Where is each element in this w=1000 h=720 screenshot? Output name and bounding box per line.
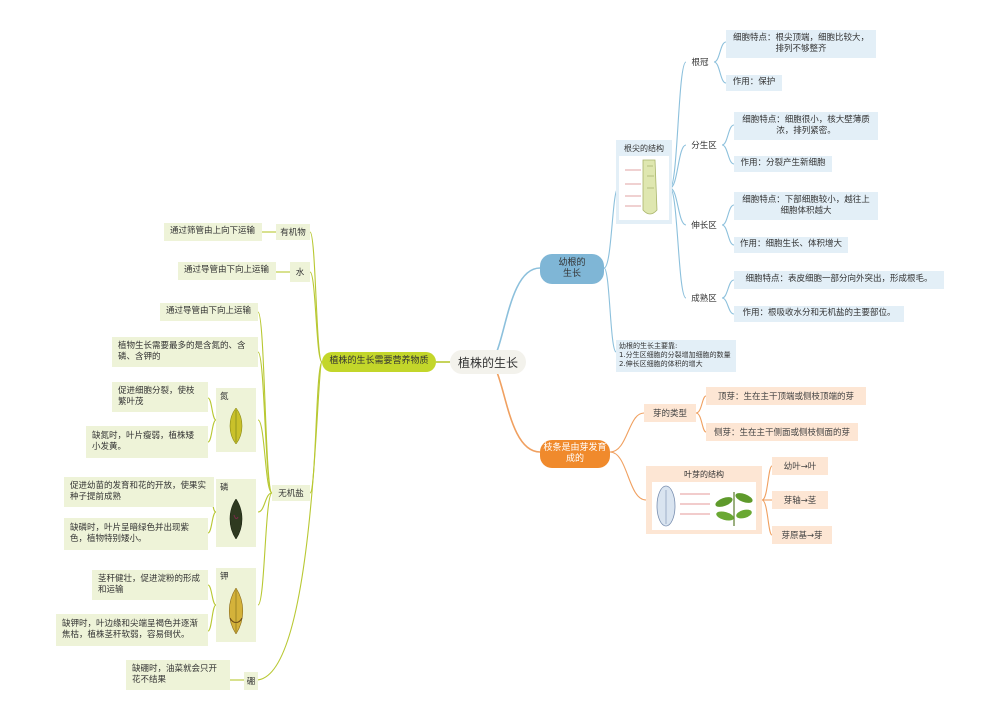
- water-label[interactable]: 水: [290, 262, 310, 282]
- organic-matter-desc[interactable]: 通过筛管由上向下运输: [164, 223, 262, 241]
- lateral-bud-text: 侧芽：生在主干侧面或侧枝侧面的芽: [713, 428, 850, 438]
- central-topic-label: 植株的生长: [457, 355, 518, 370]
- inorganic-transport[interactable]: 通过导管由下向上运输: [160, 303, 258, 321]
- potassium-label: 钾: [220, 572, 229, 582]
- nitrogen-benefit-text: 促进细胞分裂，使枝繁叶茂: [118, 385, 195, 407]
- inorganic-transport-text: 通过导管由下向上运输: [166, 306, 252, 317]
- root-growth-title-line2: 生长: [562, 269, 581, 279]
- meristem-feature[interactable]: 细胞特点：细胞很小，核大壁薄质浓，排列紧密。: [734, 112, 878, 140]
- maturation-function-text: 作用：根吸收水分和无机盐的主要部位。: [742, 308, 896, 319]
- root-tip-structure-card[interactable]: 根尖的结构: [616, 140, 672, 224]
- most-needed-nutrients[interactable]: 植物生长需要最多的是含氮的、含磷、含钾的: [112, 337, 258, 367]
- potassium-benefit[interactable]: 茎秆健壮，促进淀粉的形成和运输: [92, 570, 208, 600]
- root-growth-note-title: 幼根的生长主要靠:: [619, 342, 678, 350]
- root-cap-feature[interactable]: 细胞特点：根尖顶端，细胞比较大，排列不够整齐: [726, 30, 876, 58]
- nutrients-node[interactable]: 植株的生长需要营养物质: [322, 352, 436, 372]
- organic-matter-desc-text: 通过筛管由上向下运输: [170, 226, 256, 237]
- bud-type-label: 芽的类型: [652, 409, 687, 419]
- leaf-bud-structure-title: 叶芽的结构: [684, 470, 724, 479]
- zone-root-cap-label: 根冠: [691, 58, 709, 68]
- bud-type-node[interactable]: 芽的类型: [644, 404, 696, 422]
- phosphorus-deficiency-leaf-icon: [229, 499, 243, 539]
- mapping-bud[interactable]: 芽原基→芽: [772, 526, 832, 544]
- zone-maturation[interactable]: 成熟区: [686, 290, 722, 306]
- mapping-leaf[interactable]: 幼叶→叶: [772, 457, 828, 475]
- meristem-function[interactable]: 作用：分裂产生新细胞: [734, 156, 832, 172]
- root-cap-feature-text: 细胞特点：根尖顶端，细胞比较大，排列不够整齐: [732, 32, 869, 54]
- inorganic-salt-label[interactable]: 无机盐: [272, 485, 310, 501]
- water-desc[interactable]: 通过导管由下向上运输: [178, 262, 276, 280]
- terminal-bud-text: 顶芽：生在主干顶端或侧枝顶端的芽: [717, 392, 854, 402]
- branch-title-line1: 枝条是由芽发育: [543, 442, 607, 453]
- boron-deficiency[interactable]: 缺硼时，油菜就会只开花不结果: [126, 660, 230, 690]
- organic-matter-label[interactable]: 有机物: [276, 224, 310, 240]
- root-cap-function[interactable]: 作用：保护: [726, 75, 782, 91]
- phosphorus-deficiency[interactable]: 缺磷时，叶片呈暗绿色并出现紫色，植物特别矮小。: [64, 518, 208, 550]
- most-needed-nutrients-text: 植物生长需要最多的是含氮的、含磷、含钾的: [118, 340, 246, 362]
- nitrogen-deficiency-leaf-icon: [229, 408, 243, 444]
- water-desc-text: 通过导管由下向上运输: [184, 265, 270, 276]
- mapping-stem[interactable]: 芽轴→茎: [772, 491, 828, 509]
- water-text: 水: [295, 268, 305, 278]
- maturation-function[interactable]: 作用：根吸收水分和无机盐的主要部位。: [734, 306, 904, 322]
- zone-maturation-label: 成熟区: [691, 294, 717, 304]
- zone-elongation[interactable]: 伸长区: [686, 217, 722, 233]
- branch-development-node[interactable]: 枝条是由芽发育 成的: [540, 440, 610, 468]
- root-tip-structure-title: 根尖的结构: [624, 144, 664, 153]
- root-growth-title-line1: 幼根的: [558, 257, 586, 268]
- phosphorus-benefit-text: 促进幼苗的发育和花的开放，使果实种子提前成熟: [70, 480, 207, 502]
- mapping-leaf-text: 幼叶→叶: [783, 462, 817, 472]
- leaf-bud-illustration: [652, 482, 756, 530]
- organic-matter-text: 有机物: [280, 228, 306, 238]
- phosphorus-label: 磷: [220, 483, 229, 493]
- zone-elongation-label: 伸长区: [691, 221, 717, 231]
- root-tip-illustration: [619, 156, 669, 220]
- root-growth-note-2: 2.伸长区细胞的体积的增大: [619, 360, 703, 369]
- phosphorus-deficiency-text: 缺磷时，叶片呈暗绿色并出现紫色，植物特别矮小。: [70, 522, 190, 544]
- boron-label[interactable]: 硼: [244, 672, 258, 690]
- zone-root-cap[interactable]: 根冠: [686, 54, 714, 70]
- leaf-bud-structure-card[interactable]: 叶芽的结构: [646, 466, 762, 534]
- potassium-deficiency-leaf-icon: [228, 588, 244, 634]
- elongation-function-text: 作用：细胞生长、体积增大: [740, 239, 843, 250]
- root-growth-node[interactable]: 幼根的 生长: [540, 254, 604, 284]
- mapping-stem-text: 芽轴→茎: [783, 496, 817, 506]
- phosphorus-card[interactable]: 磷: [216, 479, 256, 547]
- phosphorus-benefit[interactable]: 促进幼苗的发育和花的开放，使果实种子提前成熟: [64, 477, 214, 507]
- nitrogen-benefit[interactable]: 促进细胞分裂，使枝繁叶茂: [112, 382, 208, 412]
- nutrients-title: 植株的生长需要营养物质: [329, 356, 429, 367]
- boron-deficiency-text: 缺硼时，油菜就会只开花不结果: [132, 663, 218, 685]
- potassium-card[interactable]: 钾: [216, 568, 256, 642]
- boron-text: 硼: [246, 677, 256, 687]
- zone-meristem[interactable]: 分生区: [686, 137, 722, 153]
- inorganic-salt-text: 无机盐: [278, 489, 304, 499]
- nitrogen-deficiency[interactable]: 缺氮时，叶片瘦弱，植株矮小发黄。: [86, 426, 208, 458]
- elongation-function[interactable]: 作用：细胞生长、体积增大: [734, 237, 848, 253]
- lateral-bud-box[interactable]: 侧芽：生在主干侧面或侧枝侧面的芽: [706, 423, 858, 441]
- potassium-deficiency[interactable]: 缺钾时，叶边缘和尖端呈褐色并逐渐焦枯，植株茎秆软弱，容易倒伏。: [56, 614, 208, 646]
- branch-title-line2: 成的: [565, 454, 584, 464]
- root-growth-note: 幼根的生长主要靠: 1.分生区细胞的分裂增加细胞的数量 2.伸长区细胞的体积的增…: [616, 340, 736, 372]
- root-cap-function-text: 作用：保护: [732, 77, 776, 88]
- maturation-feature-text: 细胞特点：表皮细胞一部分向外突出，形成根毛。: [745, 274, 933, 285]
- mapping-bud-text: 芽原基→芽: [781, 531, 823, 541]
- elongation-feature-text: 细胞特点：下部细胞较小，越往上细胞体积越大: [742, 194, 870, 216]
- potassium-deficiency-text: 缺钾时，叶边缘和尖端呈褐色并逐渐焦枯，植株茎秆软弱，容易倒伏。: [62, 618, 199, 640]
- nitrogen-deficiency-text: 缺氮时，叶片瘦弱，植株矮小发黄。: [92, 430, 195, 452]
- potassium-benefit-text: 茎秆健壮，促进淀粉的形成和运输: [98, 573, 201, 595]
- central-topic[interactable]: 植株的生长: [450, 350, 526, 374]
- meristem-feature-text: 细胞特点：细胞很小，核大壁薄质浓，排列紧密。: [742, 114, 870, 136]
- zone-meristem-label: 分生区: [691, 141, 717, 151]
- elongation-feature[interactable]: 细胞特点：下部细胞较小，越往上细胞体积越大: [734, 192, 878, 220]
- root-growth-note-1: 1.分生区细胞的分裂增加细胞的数量: [619, 351, 731, 360]
- maturation-feature[interactable]: 细胞特点：表皮细胞一部分向外突出，形成根毛。: [734, 271, 944, 289]
- nitrogen-label: 氮: [220, 392, 229, 402]
- terminal-bud-box[interactable]: 顶芽：生在主干顶端或侧枝顶端的芽: [706, 387, 866, 405]
- meristem-function-text: 作用：分裂产生新细胞: [740, 158, 826, 169]
- nitrogen-card[interactable]: 氮: [216, 388, 256, 452]
